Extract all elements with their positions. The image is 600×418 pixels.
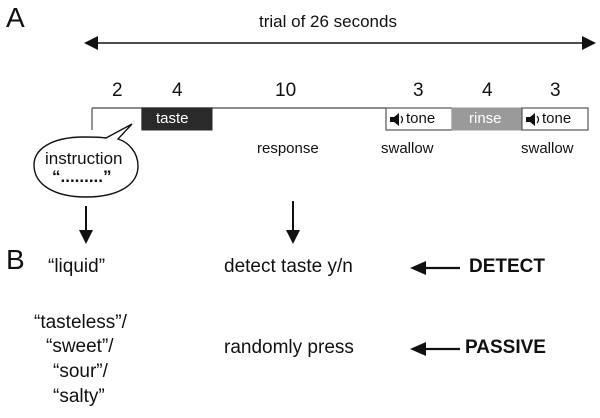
swallow-phase-label: swallow: [381, 140, 434, 157]
duration-label: 10: [275, 80, 297, 101]
taste-segment: [141, 107, 213, 131]
bubble-placeholder: “.........”: [52, 167, 112, 186]
tone-segment-2: [521, 107, 589, 131]
tone-segment-label: tone: [406, 110, 436, 127]
passive-instruction-word: “sweet”/: [46, 336, 114, 357]
tone-segment-label: tone: [542, 110, 572, 127]
duration-label: 4: [172, 80, 183, 101]
panel-label-b: B: [6, 244, 25, 275]
passive-condition-name: PASSIVE: [465, 337, 546, 358]
passive-task-label: randomly press: [224, 337, 354, 358]
bubble-title: instruction: [45, 149, 123, 168]
detect-instruction-word: “liquid”: [48, 256, 106, 277]
down-arrow-response: [286, 201, 300, 244]
instruction-bubble: [33, 123, 139, 198]
passive-instruction-word: “tasteless”/: [34, 312, 127, 333]
timeline-line: [91, 107, 386, 130]
detect-task-label: detect taste y/n: [224, 256, 353, 277]
duration-label: 3: [413, 80, 424, 101]
duration-label: 4: [482, 80, 493, 101]
duration-label: 3: [550, 80, 561, 101]
passive-instruction-word: “salty”: [53, 386, 105, 407]
duration-label: 2: [112, 80, 123, 101]
trial-arrow: [84, 36, 596, 50]
taste-segment-label: taste: [156, 110, 189, 127]
rinse-segment-label: rinse: [469, 110, 502, 127]
speaker-icon: [390, 113, 404, 126]
left-arrow-detect: [410, 261, 460, 275]
down-arrow-instruction: [79, 206, 93, 244]
response-phase-label: response: [257, 140, 319, 157]
swallow-phase-label: swallow: [521, 140, 574, 157]
speaker-icon: [526, 113, 540, 126]
trial-duration-label: trial of 26 seconds: [259, 12, 397, 31]
detect-condition-name: DETECT: [469, 256, 545, 277]
panel-label-a: A: [6, 2, 25, 33]
passive-instruction-word: “sour”/: [53, 361, 108, 382]
left-arrow-passive: [410, 342, 460, 356]
